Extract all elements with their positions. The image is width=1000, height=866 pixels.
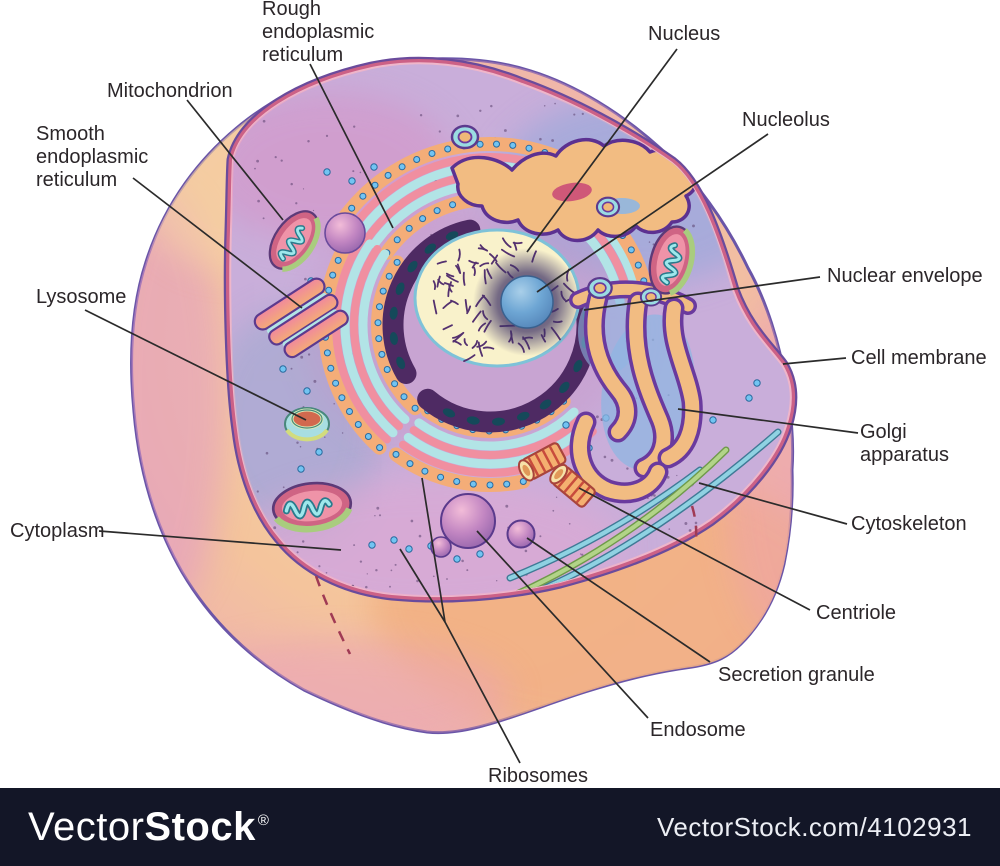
logo-vector: Vector xyxy=(28,804,145,849)
logo-stock: Stock xyxy=(144,804,256,849)
label-nucleus: Nucleus xyxy=(648,23,721,45)
leader-nuclear-envelope xyxy=(583,276,821,311)
label-mitochondrion: Mitochondrion xyxy=(107,80,233,102)
leader-rough-endoplasmic-reticulum xyxy=(309,63,394,229)
leader-lysosome xyxy=(84,309,307,421)
label-lysosome: Lysosome xyxy=(36,286,127,308)
endosome xyxy=(440,493,496,549)
leader-cytoplasm xyxy=(98,530,342,551)
label-nuclear-envelope: Nuclear envelope xyxy=(827,265,983,287)
leader-nucleolus xyxy=(536,133,769,293)
label-secretion-granule: Secretion granule xyxy=(718,664,875,686)
label-cytoskeleton: Cytoskeleton xyxy=(851,513,967,535)
smooth-endoplasmic-reticulum xyxy=(253,277,349,359)
watermark-bar: VectorStock® VectorStock.com/4102931 xyxy=(0,788,1000,866)
leader-secretion-granule xyxy=(526,537,711,663)
lysosome xyxy=(284,407,330,442)
golgi-ring-1 xyxy=(587,276,613,300)
nucleolus xyxy=(500,275,554,329)
label-centriole: Centriole xyxy=(816,602,897,624)
label-smooth-endoplasmic-reticulum: Smooth endoplasmic reticulum xyxy=(36,123,149,191)
leader-golgi-apparatus xyxy=(677,408,859,434)
label-golgi-apparatus: Golgi apparatus xyxy=(860,421,949,466)
vesicle-ring-1 xyxy=(450,124,480,150)
leader-centriole xyxy=(578,487,811,611)
secretion-granule xyxy=(506,519,536,549)
vesicle-sphere xyxy=(324,212,366,254)
leader-smooth-endoplasmic-reticulum xyxy=(132,177,303,309)
golgi-ring-2 xyxy=(639,287,663,307)
label-nucleolus: Nucleolus xyxy=(742,109,830,131)
vectorstock-logo: VectorStock® xyxy=(28,805,269,850)
registered-mark: ® xyxy=(257,812,270,830)
golgi-apparatus xyxy=(569,280,703,504)
label-cytoplasm: Cytoplasm xyxy=(10,520,105,542)
leader-nucleus xyxy=(526,48,678,253)
membrane-fold-dashes xyxy=(314,505,698,655)
label-rough-endoplasmic-reticulum: Rough endoplasmic reticulum xyxy=(262,0,375,66)
label-cell-membrane: Cell membrane xyxy=(851,347,987,369)
leader-cell-membrane xyxy=(782,357,847,365)
label-ribosomes: Ribosomes xyxy=(488,765,589,787)
leader-lines xyxy=(84,48,859,764)
leader-ribosomes-branch xyxy=(399,548,446,623)
watermark-url: VectorStock.com/4102931 xyxy=(656,811,972,842)
label-endosome: Endosome xyxy=(650,719,746,741)
leader-mitochondrion xyxy=(186,99,284,221)
small-vesicle xyxy=(430,536,452,558)
leader-endosome xyxy=(476,530,649,719)
vesicle-ring-2 xyxy=(595,196,621,218)
leader-cytoskeleton xyxy=(698,482,848,525)
